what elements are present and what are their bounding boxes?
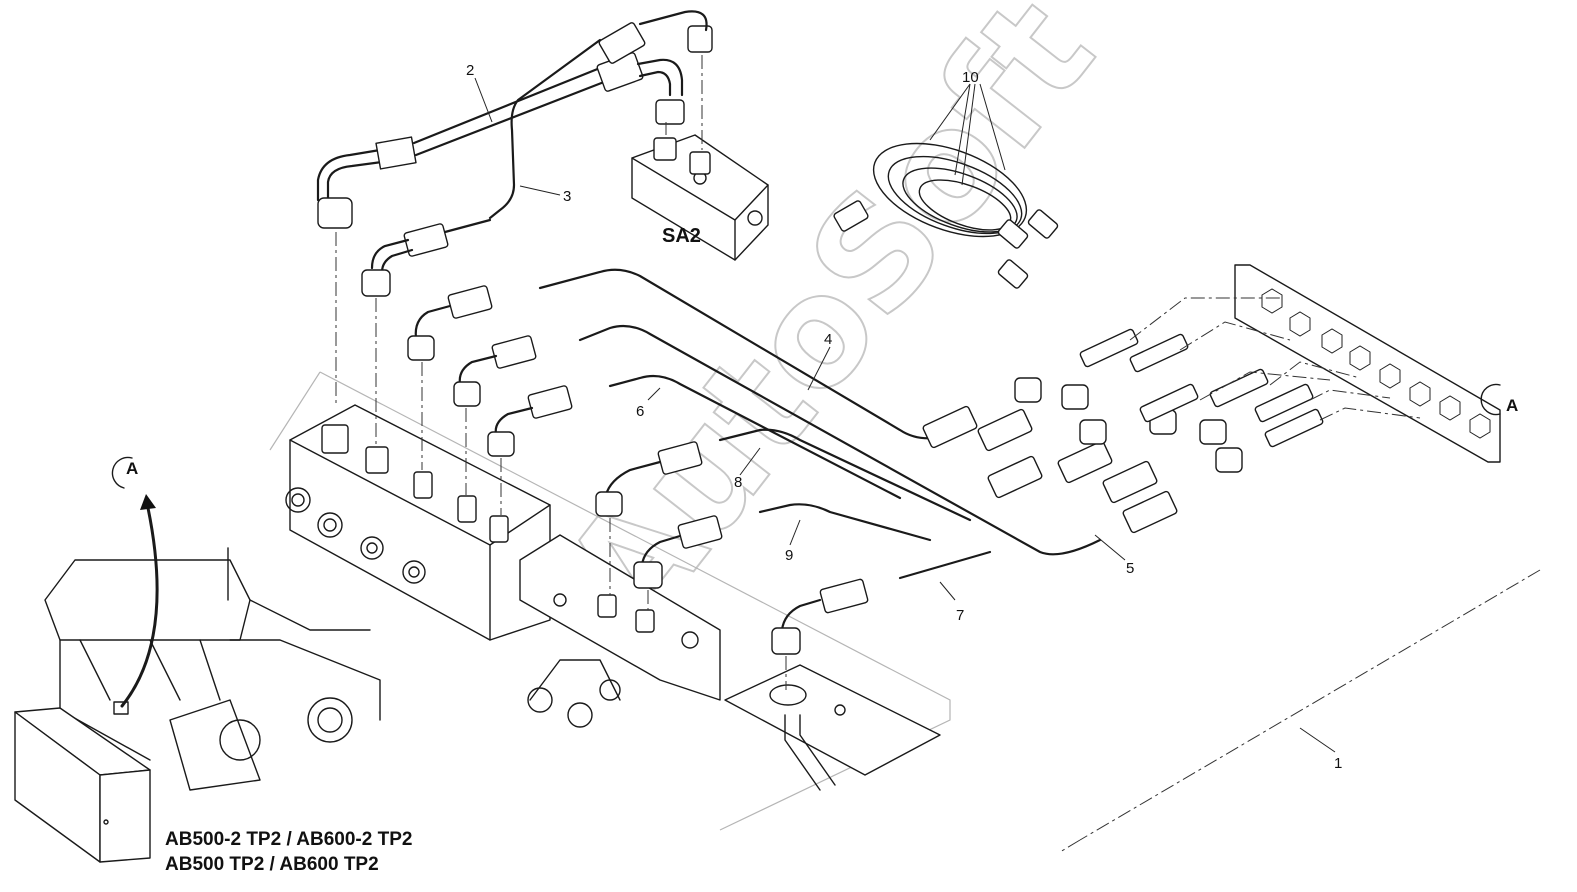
leader-lines xyxy=(474,77,1336,753)
mounting-bracket xyxy=(519,534,721,728)
lower-plate xyxy=(724,664,941,791)
callout-3: 3 xyxy=(563,188,571,205)
model-label-2: AB500 TP2 / AB600 TP2 xyxy=(165,854,379,875)
sa2-valve-block xyxy=(631,25,769,261)
view-a-arrow xyxy=(111,383,1501,708)
hose-8 xyxy=(595,428,972,522)
callout-8: 8 xyxy=(734,474,742,491)
model-label-1: AB500-2 TP2 / AB600-2 TP2 xyxy=(165,829,412,850)
right-fittings xyxy=(922,328,1324,534)
hose-9 xyxy=(633,503,932,589)
connector-panel xyxy=(1234,264,1501,463)
view-marker-right: A xyxy=(1506,396,1518,415)
hose-2 xyxy=(316,52,684,229)
hose-5 xyxy=(453,324,1102,556)
dashdot-lines xyxy=(335,55,1541,853)
hose-6 xyxy=(487,374,902,500)
callout-7: 7 xyxy=(956,607,964,624)
main-manifold-block xyxy=(285,404,551,641)
callout-2: 2 xyxy=(466,62,474,79)
hoses-10-coil xyxy=(833,142,1059,289)
callout-1: 1 xyxy=(1334,755,1342,772)
view-marker-left: A xyxy=(126,459,138,478)
base-plate xyxy=(269,371,951,831)
paver-machine xyxy=(14,547,381,863)
hose-7 xyxy=(771,550,992,655)
hose-4 xyxy=(407,268,937,440)
callout-5: 5 xyxy=(1126,560,1134,577)
callout-6: 6 xyxy=(636,403,644,420)
callout-10: 10 xyxy=(962,69,979,86)
callout-4: 4 xyxy=(824,331,832,348)
sa2-label: SA2 xyxy=(662,225,701,247)
hose-3 xyxy=(361,10,708,297)
callout-9: 9 xyxy=(785,547,793,564)
